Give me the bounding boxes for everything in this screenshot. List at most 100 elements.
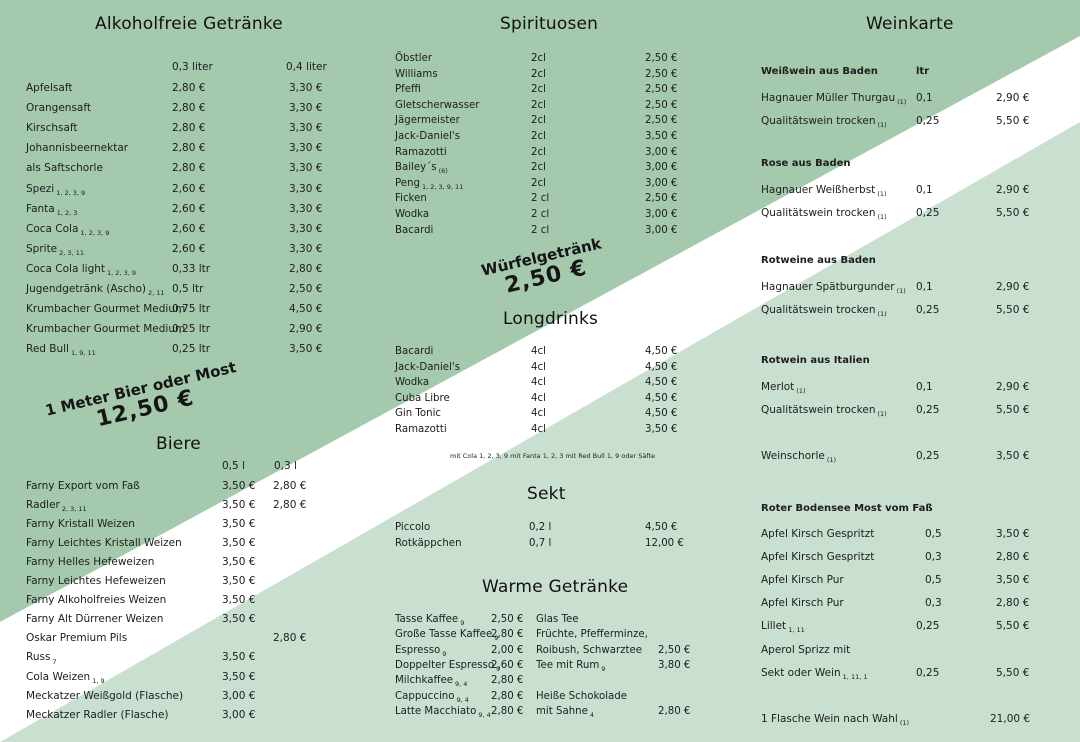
section-title-biere: Biere [156,434,201,454]
item-name: Jägermeister [395,115,460,127]
item-price: 3,30 € [289,162,323,175]
footnote-marker: 1, 2, 3, 9, 11 [421,182,464,191]
column-header: 0,3 liter [172,61,213,73]
item-price: 2,90 € [996,381,1030,393]
item-size: 0,5 [925,528,942,540]
item-name: Qualitätswein trocken(1) [761,404,887,419]
footnote-marker: (1) [877,410,887,419]
item-size: 4cl [531,361,546,373]
footnote-marker: (1) [877,213,887,222]
footnote-marker: 1, 2, 3 [56,208,78,217]
item-price: 3,50 € [645,423,678,435]
item-price: 2,60 € [172,242,206,255]
item-size: 0,1 [916,184,933,196]
item-price: 2,90 € [996,184,1030,196]
item-price: 2,80 € [491,690,524,702]
footnote-marker: (1) [877,310,887,319]
item-name: 1 Flasche Wein nach Wahl(1) [761,713,910,728]
section-title-warm: Warme Getränke [482,577,629,597]
item-price: 0,33 ltr [172,262,211,275]
item-name: Qualitätswein trocken(1) [761,207,887,222]
item-price: 3,50 € [996,450,1030,462]
item-name: Bacardi [395,224,434,236]
item-price: 2,80 € [172,102,206,115]
item-price: 3,50 € [289,343,323,356]
item-name: Farny Alt Dürrener Weizen [26,613,164,626]
item-price: 4,50 € [645,408,678,419]
item-price: 3,00 € [645,177,678,189]
item-name: Glas Tee [536,614,579,625]
item-size: 0,25 [916,450,940,462]
footnote-marker: 9, 4 [456,695,469,704]
item-size: 4cl [531,423,546,435]
item-size: 4cl [531,392,546,404]
item-name: Kirschsaft [26,122,78,135]
item-name: Krumbacher Gourmet Medium [26,323,186,336]
item-size: 0,25 [916,620,940,633]
item-name: Krumbacher Gourmet Medium [26,303,186,316]
item-price: 0,75 ltr [172,303,211,316]
footnote-marker: 2, 3, 11 [59,248,84,257]
footnote-marker: (1) [826,456,837,465]
item-price: 3,00 € [645,224,678,236]
item-price: 3,80 € [658,659,691,671]
item-price: 3,50 € [645,131,678,142]
longdrinks-note: mit Cola 1, 2, 3, 9 mit Fanta 1, 2, 3 mi… [450,452,656,460]
item-price: 2,80 € [172,142,206,155]
item-price: 5,50 € [996,620,1030,633]
footnote-marker: 1, 9 [92,676,105,685]
item-price: 2,80 € [289,262,323,275]
item-size: 2cl [531,53,546,64]
item-price: 3,30 € [289,182,323,195]
item-name: Roibush, Schwarztee [536,644,643,656]
item-size: 2 cl [531,193,550,205]
item-price: 3,00 € [222,689,256,702]
section-title-spirituosen: Spirituosen [500,14,599,34]
item-name: Apfelsaft [26,82,73,94]
bg-dark-green [0,0,1080,622]
item-price: 2,00 € [491,644,524,656]
item-name: Farny Leichtes Hefeweizen [26,575,166,588]
item-price: 2,50 € [645,84,678,96]
item-price: 3,50 € [222,480,256,492]
item-name: Ficken [395,193,427,205]
item-size: 4cl [531,377,546,388]
wine-unit-header: ltr [916,66,930,77]
item-price: 4,50 € [645,361,678,373]
item-price: 4,50 € [645,377,678,388]
item-price: 5,50 € [996,304,1030,316]
item-size: 0,25 [916,304,940,316]
item-name: Cuba Libre [395,392,450,404]
item-price: 3,50 € [222,613,256,626]
item-price: 3,50 € [222,537,256,550]
item-name: Pfeffi [395,84,421,96]
item-price: 3,30 € [289,102,323,115]
item-price: 2,80 € [273,480,307,492]
column-header: 0,3 l [274,460,297,472]
item-price: 0,25 ltr [172,343,211,356]
item-name: Farny Alkoholfreies Weizen [26,594,167,607]
item-price: 3,50 € [222,518,256,531]
item-name: Heiße Schokolade [536,690,628,702]
wine-subsection-title: Rotweine aus Baden [761,255,876,266]
item-price: 2,50 € [645,53,678,64]
item-name: Qualitätswein trocken(1) [761,115,887,130]
bg-white-stripe [0,36,1080,742]
section-title-longdrinks: Longdrinks [503,309,599,329]
footnote-marker: 4 [589,710,595,719]
section-title-weinkarte: Weinkarte [866,14,954,34]
item-price: 4,50 € [289,303,323,316]
item-price: 3,50 € [222,670,256,683]
item-name: Weinschorle(1) [761,450,837,465]
item-name: Wodka [395,377,430,388]
item-price: 3,50 € [222,575,256,588]
